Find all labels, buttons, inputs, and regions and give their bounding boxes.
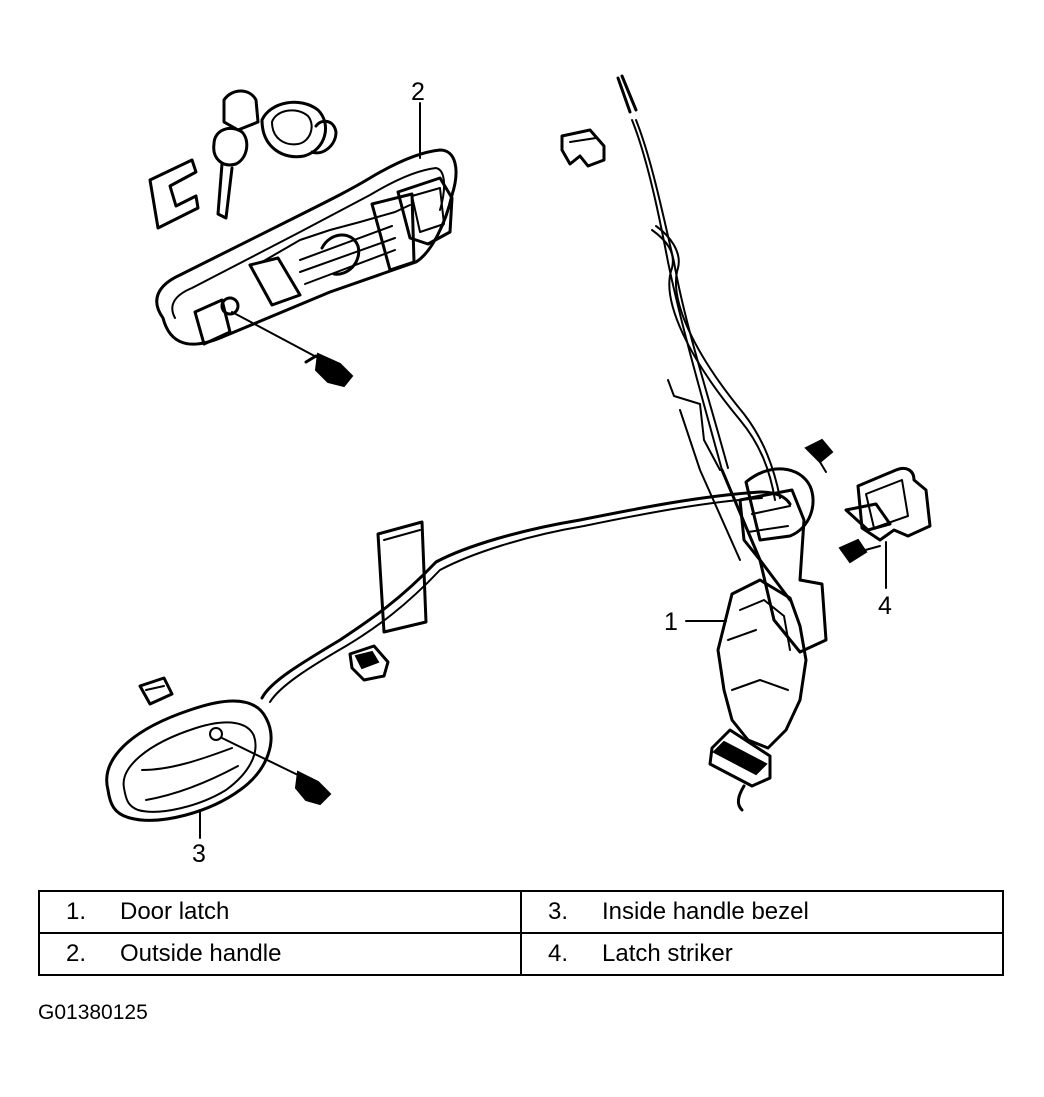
legend-label: Door latch [120, 898, 230, 925]
callout-4: 4 [878, 592, 892, 620]
cable-clip-1 [348, 644, 390, 682]
control-rods [260, 74, 792, 703]
cable-pad [376, 520, 428, 634]
legend-cell: 3. Inside handle bezel [520, 890, 1004, 934]
outside-handle-assembly [148, 89, 458, 388]
latch-striker [804, 438, 932, 589]
legend-row: 1. Door latch 3. Inside handle bezel [38, 890, 1004, 934]
cable-clip-2 [138, 676, 174, 706]
legend-label: Outside handle [120, 940, 282, 967]
parts-legend-table: 1. Door latch 3. Inside handle bezel 2. Out… [38, 890, 1004, 976]
rod-clip [560, 128, 606, 168]
legend-row: 2. Outside handle 4. Latch striker [38, 932, 1004, 976]
legend-number: 4. [547, 940, 568, 967]
inside-handle-bezel [105, 699, 332, 839]
legend-cell: 1. Door latch [38, 890, 522, 934]
legend-label: Latch striker [602, 940, 733, 967]
callout-1: 1 [664, 608, 678, 636]
legend-number: 2. [65, 940, 86, 967]
door-latch-exploded-diagram: 2 1 4 3 [105, 74, 932, 868]
legend-number: 1. [65, 898, 86, 925]
legend-cell: 2. Outside handle [38, 932, 522, 976]
callout-2: 2 [411, 78, 425, 106]
legend-cell: 4. Latch striker [520, 932, 1004, 976]
legend-number: 3. [547, 898, 568, 925]
callout-3: 3 [192, 840, 206, 868]
legend-label: Inside handle bezel [602, 898, 809, 925]
figure-id: G01380125 [38, 1001, 148, 1024]
door-latch [685, 467, 828, 812]
